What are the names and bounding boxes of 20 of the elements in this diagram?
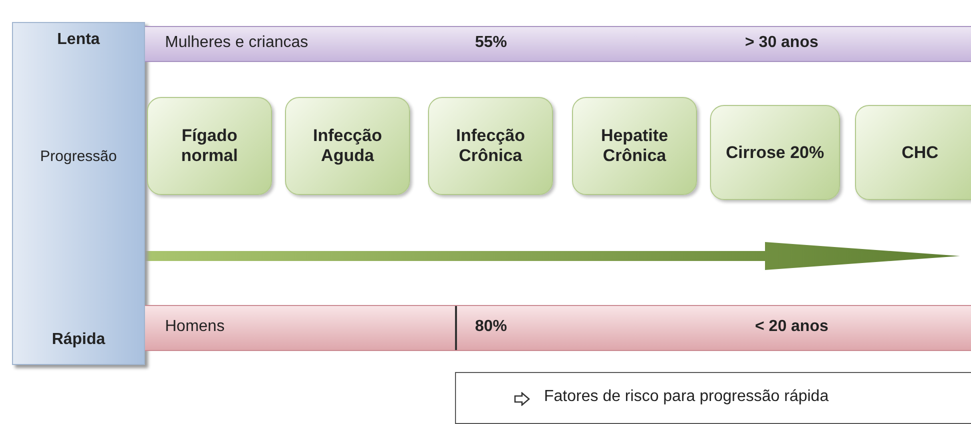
row-label: Progressão [39, 148, 118, 165]
stage-box: Fígado normal [147, 97, 272, 195]
stage-box: Infecção Crônica [428, 97, 553, 195]
bar-value: 55% [475, 34, 508, 52]
group-bar [145, 26, 971, 62]
stage-box: Infecção Aguda [285, 97, 410, 195]
group-bar [145, 305, 971, 351]
group-label: Mulheres e criancas [165, 34, 308, 52]
stage-box: Cirrose 20% [710, 105, 840, 200]
side-panel [12, 22, 145, 365]
stage-box: Hepatite Crônica [572, 97, 697, 195]
row-label: Lenta [56, 31, 101, 49]
stage-box: CHC [855, 105, 971, 200]
bar-value: 80% [475, 318, 508, 336]
note-text: Fatores de risco para progressão rápida [544, 388, 829, 406]
note-box [455, 372, 971, 424]
bar-value: > 30 anos [745, 34, 818, 52]
bar-value: < 20 anos [755, 318, 828, 336]
group-label: Homens [165, 318, 225, 336]
row-label: Rápida [50, 331, 106, 349]
